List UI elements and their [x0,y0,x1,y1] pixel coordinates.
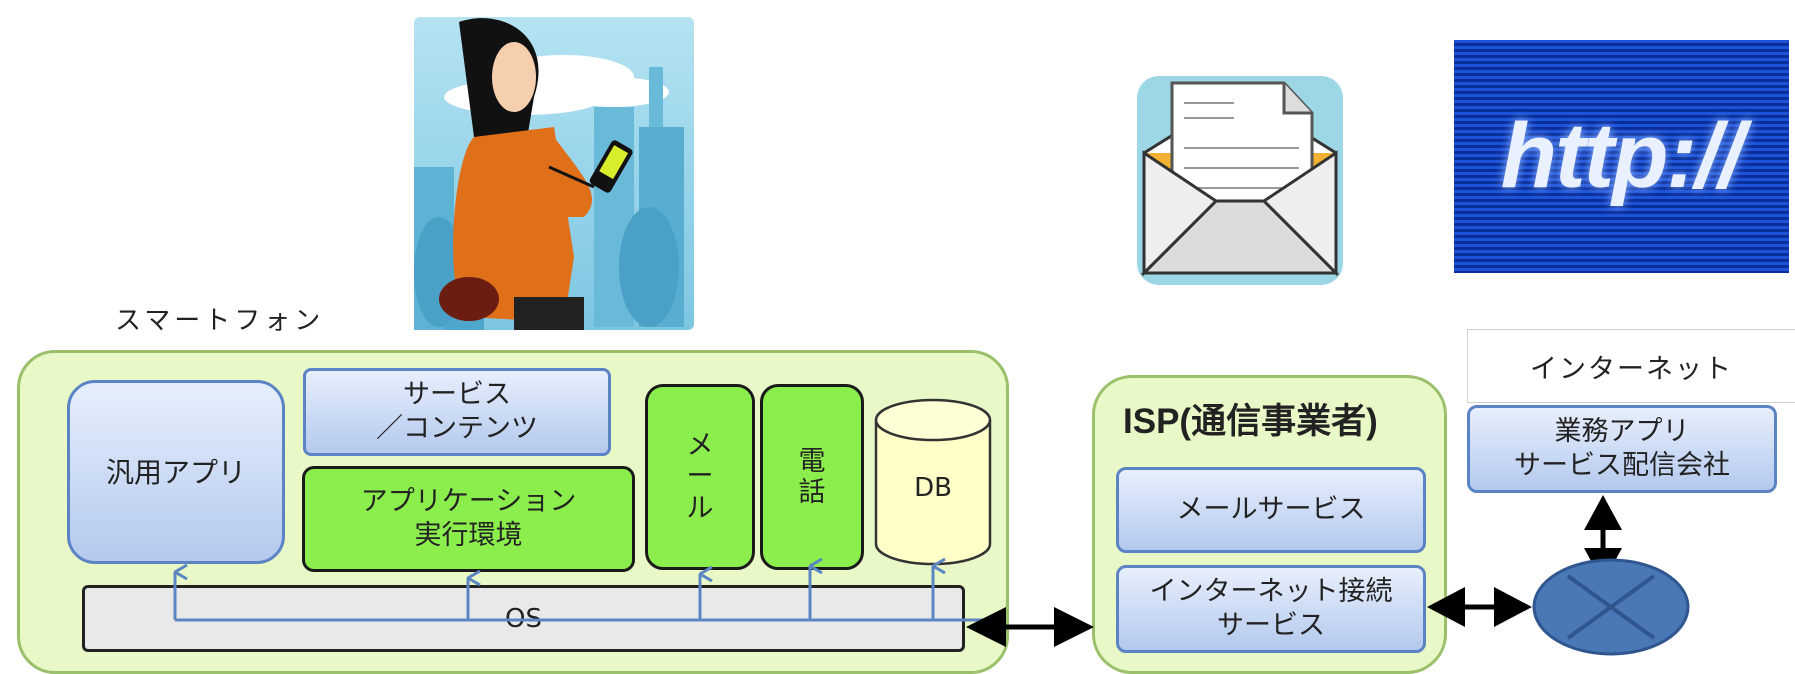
mail-service-box: メールサービス [1116,467,1426,553]
app-runtime-box: アプリケーション 実行環境 [302,466,635,572]
mail-box: メ ー ル [645,384,755,570]
os-connector-lines [173,566,1000,622]
http-banner-text: http:// [1500,105,1744,207]
smartphone-caption: スマートフォン [115,306,325,336]
generic-app-box: 汎用アプリ [67,380,285,564]
business-app-provider-box: 業務アプリ サービス配信会社 [1467,405,1777,493]
internet-connection-service-box: インターネット接続 サービス [1116,565,1426,653]
woman-smartphone-illustration [414,17,694,330]
router-icon [1530,556,1692,659]
phone-box: 電 話 [760,384,864,570]
internet-label: インターネット [1530,353,1733,385]
isp-router-arrow [1427,587,1532,627]
db-label: DB [914,473,952,503]
isp-title: ISP(通信事業者) [1123,402,1378,441]
mail-envelope-illustration [1134,73,1346,288]
service-contents-box: サービス ／コンテンツ [303,368,611,456]
http-banner-image: http:// [1454,40,1789,273]
db-cylinder: DB [873,398,993,566]
internet-label-box: インターネット [1467,329,1795,403]
phone-isp-arrow [966,607,1094,647]
